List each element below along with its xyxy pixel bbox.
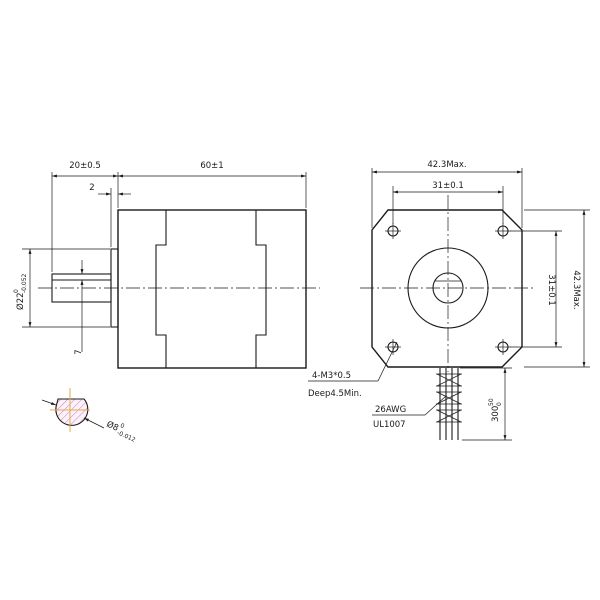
- dim-hole-spacing-v: 31±0.1: [546, 274, 556, 305]
- dim-flat: 7: [74, 349, 84, 354]
- dim-height: 42.3Max.: [571, 270, 581, 309]
- svg-text:300: 300: [491, 406, 501, 422]
- screw-callout-leader: [377, 341, 398, 382]
- svg-text:Ø8: Ø8: [105, 419, 121, 434]
- flange-outline: [371, 209, 523, 368]
- svg-text:Ø22: Ø22: [15, 292, 26, 310]
- lead-wires: [436, 368, 462, 440]
- dim-width: 42.3Max.: [427, 160, 466, 170]
- motor-body-outline: [117, 209, 307, 369]
- dim-body-length: 60±1: [200, 161, 223, 171]
- screw-note-depth: Deep4.5Min.: [308, 389, 362, 399]
- svg-text:0: 0: [119, 422, 126, 430]
- dim-shaft-length: 20±0.5: [69, 161, 100, 171]
- svg-text:-0.052: -0.052: [21, 273, 28, 293]
- svg-text:0: 0: [496, 402, 503, 406]
- end-cap-profile-right: [255, 210, 267, 368]
- section-diameter: Ø8 0 -0.012: [105, 419, 137, 444]
- screw-note-thread: 4-M3*0.5: [312, 371, 351, 381]
- section-leader: [83, 417, 105, 429]
- svg-text:0: 0: [13, 289, 20, 293]
- wire-standard: UL1007: [373, 420, 406, 430]
- dim-boss: 2: [89, 183, 94, 193]
- svg-text:-0.012: -0.012: [116, 429, 137, 443]
- dim-lead-length: 300 50 0: [488, 398, 503, 422]
- end-cap-profile-left: [155, 210, 167, 368]
- svg-text:50: 50: [488, 398, 495, 406]
- mounting-holes: [385, 223, 511, 355]
- front-view: 42.3Max. 31±0.1 31±0.1 42.3Max. 4-M3*0.5…: [308, 160, 590, 441]
- side-view: 20±0.5 60±1 2 Ø22 0 -0.052 7: [13, 161, 320, 369]
- shaft-section-view: Ø8 0 -0.012: [41, 388, 137, 444]
- dim-boss-diameter: Ø22 0 -0.052: [13, 273, 28, 310]
- dim-hole-spacing-h: 31±0.1: [432, 181, 463, 191]
- wire-callout-leader: [424, 395, 447, 416]
- section-leader: [41, 399, 57, 406]
- section-outline: [55, 398, 89, 426]
- wire-gauge: 26AWG: [375, 405, 406, 415]
